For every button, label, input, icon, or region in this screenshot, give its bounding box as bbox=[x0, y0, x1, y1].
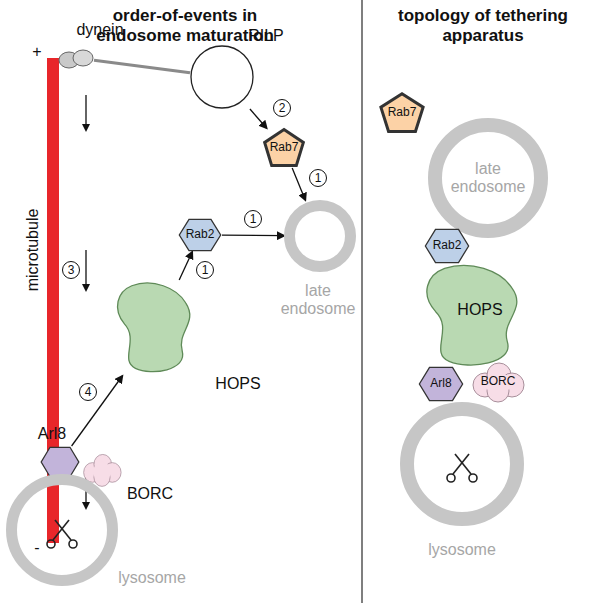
node-label: lysosome bbox=[118, 569, 186, 587]
lysosome-part bbox=[47, 540, 55, 548]
lysosome-part bbox=[53, 520, 69, 540]
arl8-hexagon: Arl8 bbox=[418, 366, 464, 402]
callout-number: 1 bbox=[244, 210, 262, 228]
lysosome-part bbox=[55, 520, 71, 540]
node-label: late endosome bbox=[443, 160, 533, 195]
dynein-motor-shape bbox=[58, 45, 94, 71]
step-arrow bbox=[292, 168, 305, 200]
callout-number: 4 bbox=[79, 383, 97, 401]
node-label: HOPS bbox=[215, 375, 260, 393]
hops-complex-part bbox=[118, 283, 190, 372]
step-arrow bbox=[222, 235, 284, 237]
plus-end: + bbox=[32, 43, 41, 61]
panel-divider bbox=[361, 0, 363, 603]
arl8-hexagon: Arl8 bbox=[40, 446, 80, 478]
node-label: Rab2 bbox=[433, 239, 462, 252]
callout-number: 2 bbox=[273, 99, 291, 117]
node-label: lysosome bbox=[428, 541, 496, 559]
lysosome-part bbox=[47, 520, 77, 548]
late-endosome-shape bbox=[284, 200, 356, 272]
rab2-hexagon: Rab2 bbox=[178, 218, 222, 252]
node-label: Rab7 bbox=[388, 106, 417, 119]
lysosome-part bbox=[453, 454, 469, 474]
hops-complex: HOPS bbox=[112, 280, 202, 376]
lysosome-shape bbox=[6, 474, 118, 586]
lysosome-part bbox=[469, 474, 477, 482]
callout-number: 1 bbox=[309, 169, 327, 187]
transport-arrow bbox=[85, 95, 86, 130]
rab7-pentagon: Rab7 bbox=[378, 92, 426, 134]
arl8-hexagon-part bbox=[419, 367, 462, 400]
dynein-motor-part bbox=[73, 50, 93, 66]
late-endosome: late endosome bbox=[428, 118, 548, 238]
node-label: Arl8 bbox=[38, 425, 66, 443]
lysosome-part bbox=[447, 474, 455, 482]
rilp-circle: RILP bbox=[190, 45, 254, 109]
step-arrow bbox=[179, 252, 192, 280]
lysosome-part bbox=[69, 540, 77, 548]
node-label: Rab7 bbox=[270, 141, 299, 154]
late-endosome: late endosome bbox=[284, 200, 356, 272]
lysosome-part bbox=[455, 454, 471, 474]
panel-title: order-of-events in endosome maturation bbox=[80, 6, 290, 45]
callout-number: 3 bbox=[62, 261, 80, 279]
rilp-circle-part bbox=[191, 46, 253, 108]
dynein-stalk bbox=[94, 60, 190, 72]
node-label: Arl8 bbox=[430, 377, 451, 390]
node-label: Rab2 bbox=[186, 228, 215, 241]
rab7-pentagon-part bbox=[265, 130, 304, 166]
late-endosome-part bbox=[435, 125, 541, 231]
rab7-pentagon-part bbox=[381, 94, 423, 132]
panel-title: topology of tethering apparatus bbox=[390, 6, 576, 45]
step-arrow bbox=[250, 109, 267, 128]
borc-complex-part bbox=[93, 462, 111, 482]
node-label: BORC bbox=[127, 485, 173, 503]
node-label: BORC bbox=[481, 375, 516, 388]
borc-complex-part bbox=[473, 363, 524, 402]
callout-number: 1 bbox=[196, 261, 214, 279]
hops-complex-part bbox=[427, 265, 517, 365]
lysosome-shape bbox=[400, 402, 524, 526]
arl8-hexagon-part bbox=[41, 447, 79, 476]
borc-complex-part bbox=[93, 462, 111, 482]
rab2-hexagon-part bbox=[179, 219, 220, 250]
lysosome-part bbox=[447, 454, 477, 482]
lysosome: lysosome bbox=[400, 402, 524, 526]
lysosome-part bbox=[12, 480, 113, 581]
arl8-hexagon-shape bbox=[40, 446, 80, 478]
late-endosome-part bbox=[290, 206, 351, 267]
rab7-pentagon: Rab7 bbox=[262, 128, 306, 168]
step-arrow bbox=[72, 376, 123, 446]
node-label: microtubule bbox=[24, 209, 42, 292]
transport-arrow bbox=[85, 250, 86, 290]
hops-complex-shape bbox=[112, 280, 202, 376]
rab2-hexagon: Rab2 bbox=[424, 228, 470, 264]
node-label: HOPS bbox=[457, 301, 502, 319]
hops-complex: HOPS bbox=[420, 262, 532, 370]
rab2-hexagon-part bbox=[425, 229, 468, 262]
minus-end: - bbox=[34, 539, 39, 557]
node-label: late endosome bbox=[278, 282, 358, 317]
lysosome-part bbox=[407, 409, 517, 519]
borc-complex: BORC bbox=[468, 360, 528, 404]
lysosome: lysosome bbox=[6, 474, 118, 586]
dynein-motor: dynein bbox=[58, 45, 94, 71]
rilp-circle-shape bbox=[190, 45, 254, 109]
